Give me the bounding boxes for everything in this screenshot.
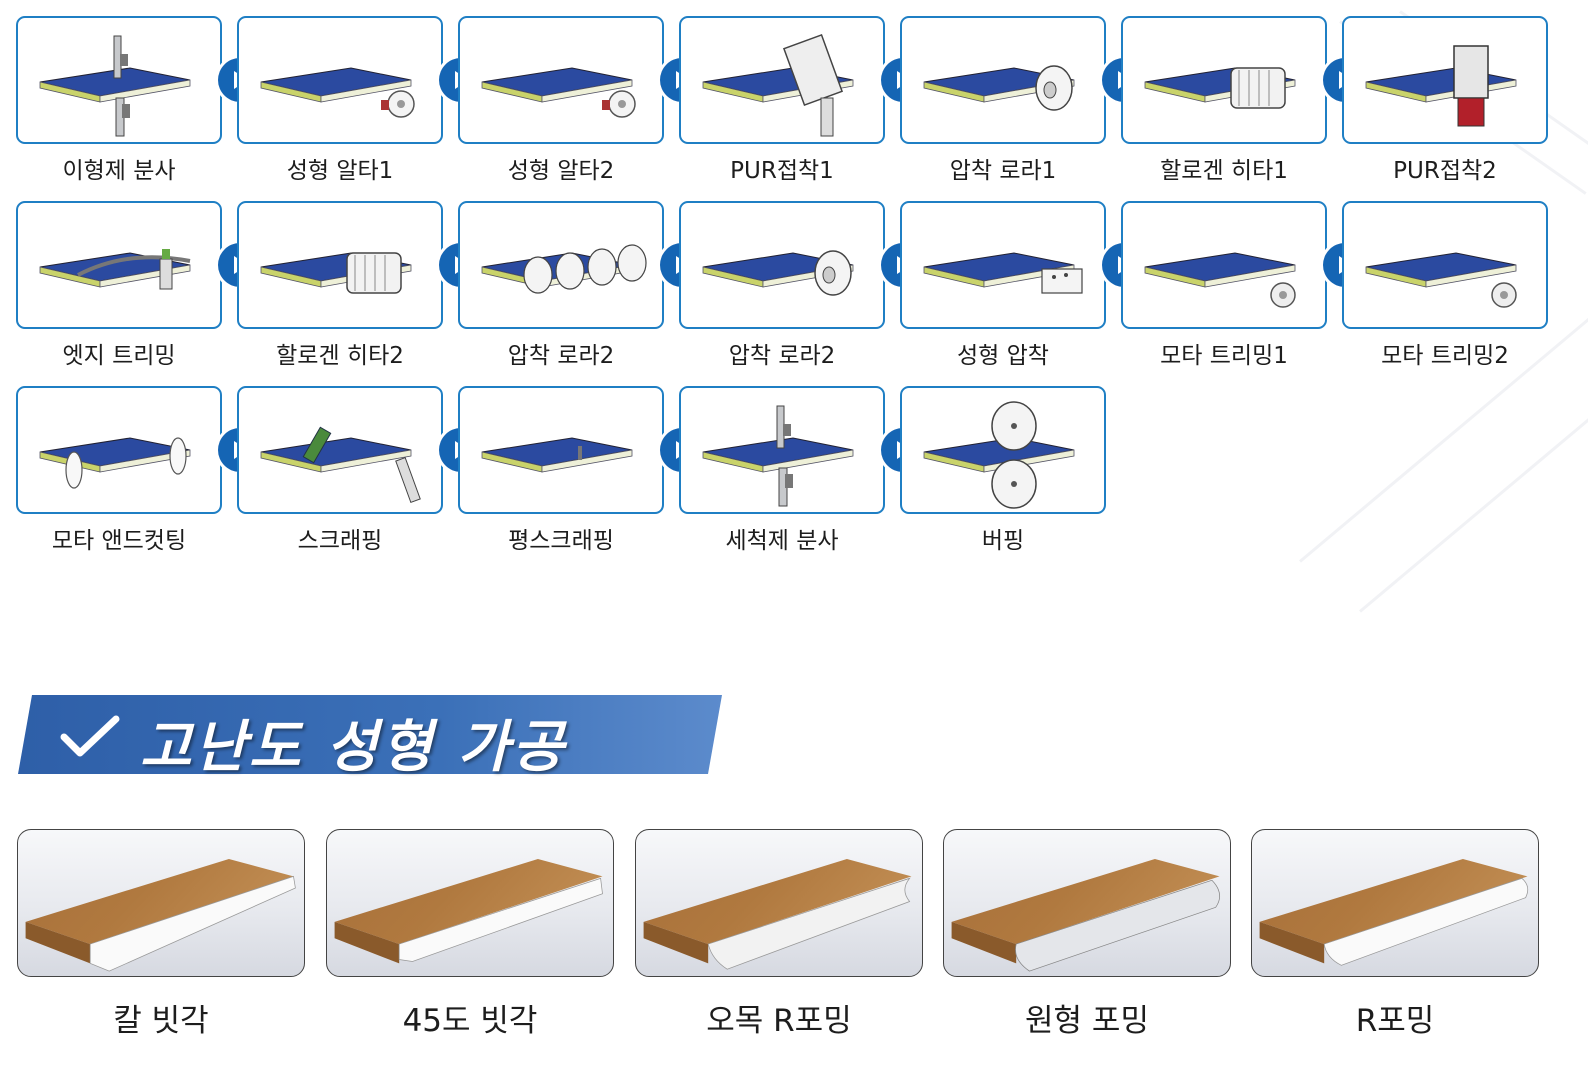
profile-label: 오목 R포밍: [706, 1003, 852, 1039]
check-icon: [60, 715, 120, 757]
step-label: 압착 로라1: [949, 158, 1057, 184]
process-step: 평스크래핑: [458, 386, 664, 555]
step-frame: [458, 201, 664, 329]
step-label: 할로겐 히타1: [1160, 158, 1288, 184]
spray-nozzle-icon: [39, 35, 191, 137]
step-frame: [1121, 201, 1327, 329]
step-frame: [1342, 16, 1548, 144]
halogen-heater-icon: [260, 252, 412, 294]
step-frame: [237, 386, 443, 514]
step-label: 성형 압착: [957, 343, 1049, 369]
process-step: 압착 로라2: [679, 201, 885, 370]
process-step: PUR접착1: [679, 16, 885, 185]
glue-pot-icon: [1365, 45, 1517, 127]
profile-image-frame: [17, 829, 305, 977]
process-step: 압착 로라2: [458, 201, 664, 370]
profile-label: 45도 빗각: [402, 1003, 538, 1039]
process-step: 엣지 트리밍: [16, 201, 222, 370]
forming-press-icon: [923, 252, 1083, 294]
step-label: 버핑: [981, 528, 1025, 554]
profile-label: 원형 포밍: [1025, 1003, 1149, 1039]
wood-panel-profile-icon: [951, 859, 1220, 972]
process-step: 모타 트리밍2: [1342, 201, 1548, 370]
section-title: 고난도 성형 가공: [140, 715, 567, 780]
step-frame: [16, 386, 222, 514]
profile-card: 45도 빗각: [326, 829, 614, 1040]
step-frame: [1121, 16, 1327, 144]
step-label: 모타 트리밍1: [1160, 343, 1288, 369]
profile-image-frame: [635, 829, 923, 977]
trimming-cutter-icon: [1144, 252, 1296, 308]
process-step: 할로겐 히타2: [237, 201, 443, 370]
scraper-icon: [260, 426, 421, 504]
step-label: 이형제 분사: [62, 158, 176, 184]
step-label: 압착 로라2: [728, 343, 836, 369]
process-step: 성형 알타2: [458, 16, 664, 185]
step-label: 모타 트리밍2: [1381, 343, 1509, 369]
step-frame: [1342, 201, 1548, 329]
trimming-cutter-icon: [1365, 252, 1517, 308]
step-frame: [900, 16, 1106, 144]
flat-scraper-icon: [481, 437, 633, 473]
process-step: 스크래핑: [237, 386, 443, 555]
profile-image-frame: [1251, 829, 1539, 977]
step-frame: [237, 16, 443, 144]
process-step: 모타 앤드컷팅: [16, 386, 222, 555]
process-step: PUR접착2: [1342, 16, 1548, 185]
profile-card: 원형 포밍: [943, 829, 1231, 1040]
section-banner: 고난도 성형 가공: [18, 695, 722, 780]
pressure-roller-icon: [702, 250, 854, 296]
pressure-roller-icon: [923, 65, 1075, 111]
step-frame: [237, 201, 443, 329]
process-step: 모타 트리밍1: [1121, 201, 1327, 370]
step-label: PUR접착1: [730, 158, 834, 184]
wood-panel-profile-icon: [643, 859, 912, 970]
profile-card: R포밍: [1251, 829, 1539, 1040]
step-frame: [679, 201, 885, 329]
multi-roller-icon: [481, 244, 647, 294]
halogen-heater-icon: [1144, 67, 1296, 109]
step-frame: [679, 16, 885, 144]
profile-card: 오목 R포밍: [635, 829, 923, 1040]
forming-cutter-icon: [260, 67, 415, 118]
wood-panel-profile-icon: [1259, 859, 1529, 966]
profile-label: R포밍: [1355, 1003, 1435, 1039]
process-step: 이형제 분사: [16, 16, 222, 185]
step-label: 스크래핑: [297, 528, 383, 554]
process-step: 성형 알타1: [237, 16, 443, 185]
profile-image-frame: [943, 829, 1231, 977]
glue-unit-icon: [702, 34, 854, 137]
edge-trimmer-icon: [39, 249, 191, 290]
profile-image-frame: [326, 829, 614, 977]
step-frame: [900, 201, 1106, 329]
process-step: 할로겐 히타1: [1121, 16, 1327, 185]
step-label: PUR접착2: [1393, 158, 1497, 184]
process-step: 버핑: [900, 386, 1106, 555]
spray-nozzle-icon: [702, 405, 854, 507]
step-label: 모타 앤드컷팅: [51, 528, 187, 554]
step-frame: [679, 386, 885, 514]
profile-label: 칼 빗각: [113, 1003, 209, 1039]
step-label: 평스크래핑: [508, 528, 614, 554]
step-label: 세척제 분사: [725, 528, 839, 554]
step-label: 엣지 트리밍: [62, 343, 176, 369]
saw-blade-icon: [39, 437, 191, 489]
profile-card: 칼 빗각: [17, 829, 305, 1040]
process-step: 압착 로라1: [900, 16, 1106, 185]
step-frame: [900, 386, 1106, 514]
step-frame: [16, 201, 222, 329]
step-frame: [16, 16, 222, 144]
wood-panel-profile-icon: [25, 859, 296, 972]
buffing-wheel-icon: [923, 401, 1075, 509]
process-step: 성형 압착: [900, 201, 1106, 370]
forming-cutter-icon: [481, 67, 636, 118]
step-frame: [458, 16, 664, 144]
step-label: 성형 알타2: [507, 158, 615, 184]
process-step: 세척제 분사: [679, 386, 885, 555]
step-frame: [458, 386, 664, 514]
step-label: 성형 알타1: [286, 158, 394, 184]
step-label: 압착 로라2: [507, 343, 615, 369]
step-label: 할로겐 히타2: [276, 343, 404, 369]
wood-panel-profile-icon: [334, 859, 603, 964]
